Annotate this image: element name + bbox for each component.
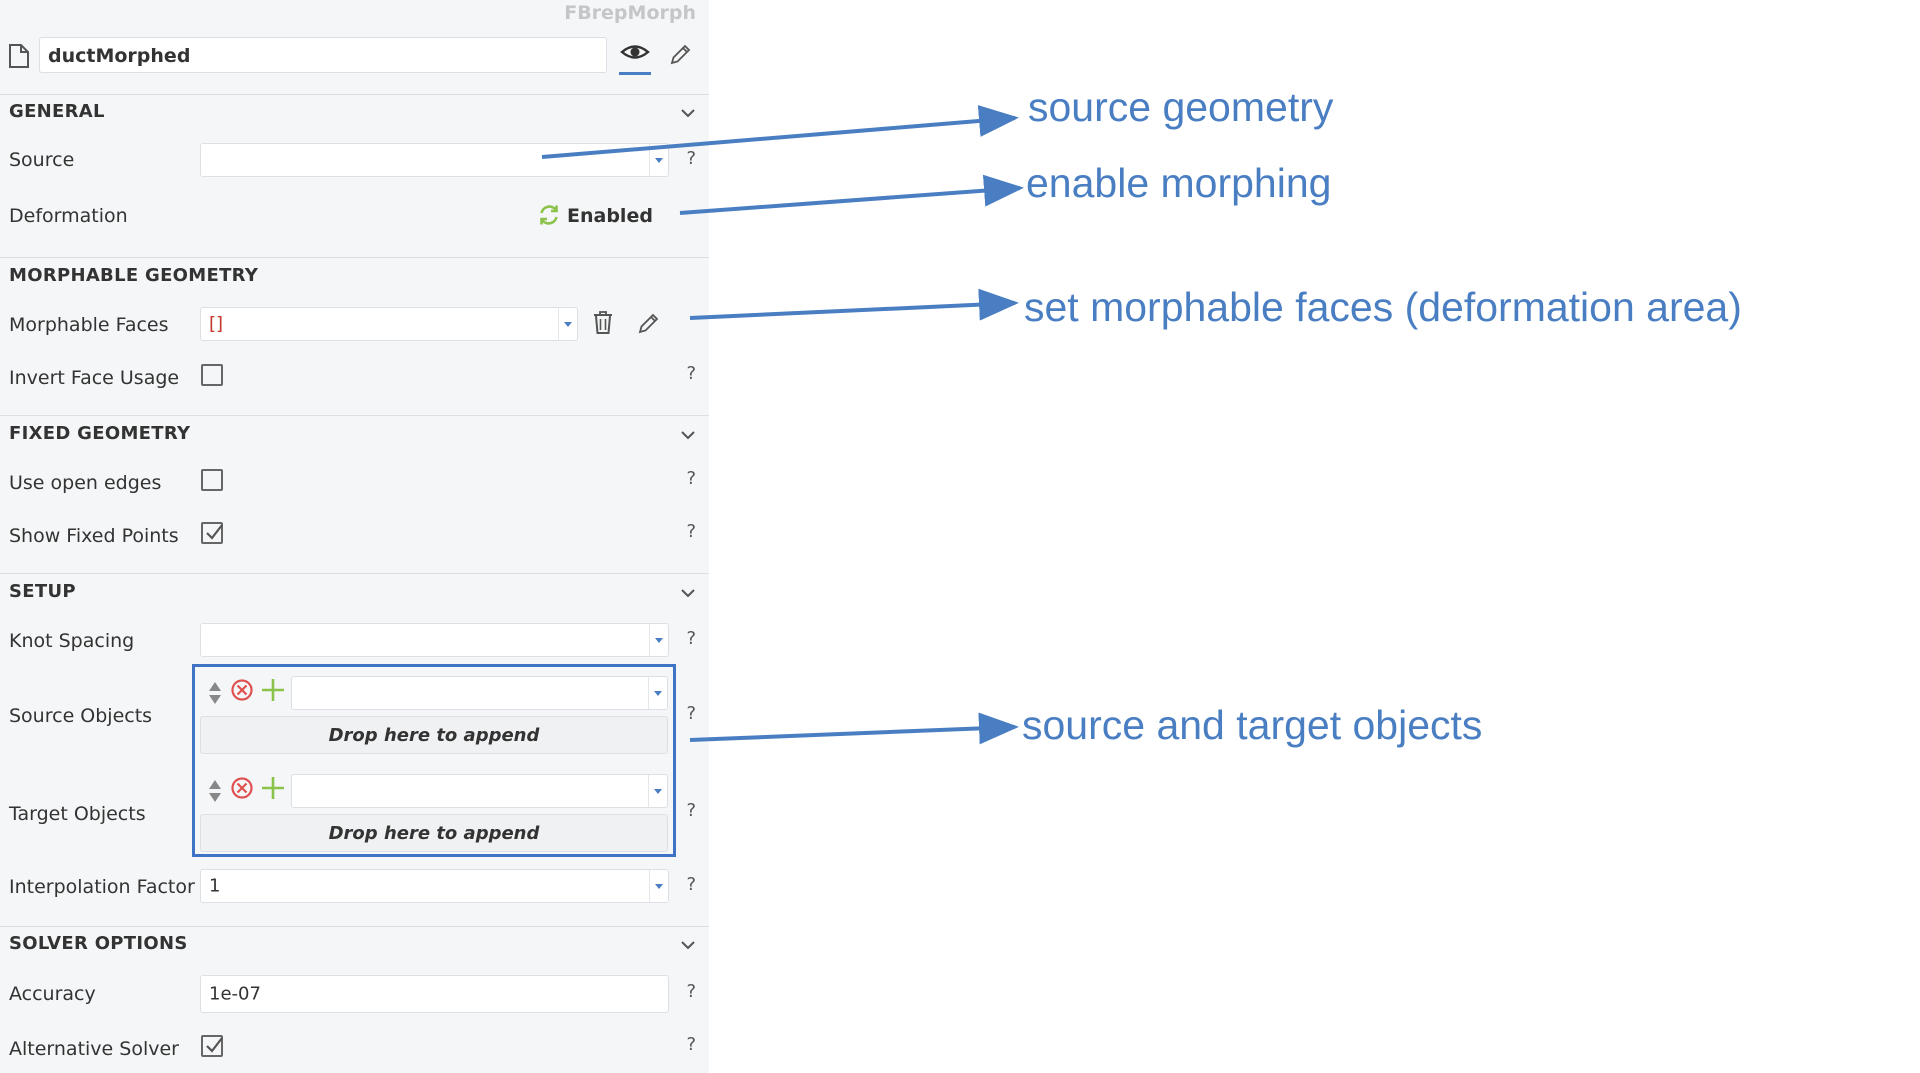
divider [0, 926, 709, 927]
remove-circle-icon[interactable] [230, 776, 254, 800]
arrow-morphable-faces [689, 288, 1019, 321]
help-icon[interactable]: ? [686, 148, 696, 169]
document-icon [9, 44, 29, 68]
source-objects-dropdown[interactable] [291, 676, 668, 710]
deformation-toggle[interactable]: Enabled [567, 205, 653, 227]
annotation-source-geometry: source geometry [1028, 84, 1334, 130]
divider [0, 415, 709, 416]
plus-icon[interactable] [260, 677, 286, 703]
plus-icon[interactable] [260, 775, 286, 801]
arrow-source-target-objects [689, 712, 1019, 745]
chevron-down-icon[interactable] [679, 587, 697, 599]
target-objects-dropdown[interactable] [291, 774, 668, 808]
check-icon [206, 1037, 223, 1053]
help-icon[interactable]: ? [686, 703, 696, 724]
chevron-down-icon[interactable] [649, 870, 668, 902]
accuracy-value: 1e-07 [209, 983, 261, 1005]
invert-face-usage-label: Invert Face Usage [9, 367, 180, 389]
refresh-icon[interactable] [537, 203, 561, 227]
knot-spacing-label: Knot Spacing [9, 630, 135, 652]
arrow-enable-morphing [679, 174, 1024, 215]
section-morphable-geometry-title: MORPHABLE GEOMETRY [9, 265, 259, 286]
section-fixed-geometry-title: FIXED GEOMETRY [9, 423, 191, 444]
pencil-icon[interactable] [637, 311, 661, 335]
show-fixed-points-checkbox[interactable] [201, 522, 223, 544]
annotation-morphable-faces: set morphable faces (deformation area) [1024, 284, 1742, 330]
pencil-icon[interactable] [669, 42, 693, 66]
source-label: Source [9, 149, 75, 171]
object-name-field[interactable]: ductMorphed [39, 37, 607, 73]
morphable-faces-dropdown[interactable]: [] [200, 307, 578, 341]
accuracy-label: Accuracy [9, 983, 96, 1005]
reorder-arrows-icon[interactable] [207, 777, 223, 805]
use-open-edges-checkbox[interactable] [201, 469, 223, 491]
use-open-edges-label: Use open edges [9, 472, 162, 494]
invert-face-usage-checkbox[interactable] [201, 364, 223, 386]
help-icon[interactable]: ? [686, 981, 696, 1002]
knot-spacing-dropdown[interactable] [200, 623, 669, 657]
interpolation-factor-value: 1 [209, 875, 221, 897]
alternative-solver-label: Alternative Solver [9, 1038, 179, 1060]
annotation-enable-morphing: enable morphing [1026, 160, 1332, 206]
object-type-label: FBrepMorph [564, 2, 696, 24]
chevron-down-icon[interactable] [648, 775, 667, 807]
annotation-source-target-objects: source and target objects [1022, 702, 1483, 748]
trash-icon[interactable] [592, 310, 614, 336]
help-icon[interactable]: ? [686, 363, 696, 384]
source-target-highlight-box [192, 664, 676, 857]
section-setup-title: SETUP [9, 581, 76, 602]
reorder-arrows-icon[interactable] [207, 679, 223, 707]
visibility-toggle[interactable] [619, 38, 651, 75]
divider [0, 573, 709, 574]
chevron-down-icon[interactable] [558, 308, 577, 340]
chevron-down-icon[interactable] [679, 939, 697, 951]
divider [0, 257, 709, 258]
source-dropdown[interactable] [200, 143, 669, 177]
help-icon[interactable]: ? [686, 468, 696, 489]
properties-panel: FBrepMorph ductMorphed GENERAL Source ? … [0, 0, 709, 1073]
source-objects-label: Source Objects [9, 705, 153, 727]
help-icon[interactable]: ? [686, 874, 696, 895]
interpolation-factor-label: Interpolation Factor [9, 876, 195, 898]
deformation-label: Deformation [9, 205, 128, 227]
check-icon [206, 524, 223, 540]
target-objects-drop-zone[interactable]: Drop here to append [200, 814, 668, 852]
alternative-solver-checkbox[interactable] [201, 1035, 223, 1057]
help-icon[interactable]: ? [686, 521, 696, 542]
help-icon[interactable]: ? [686, 800, 696, 821]
show-fixed-points-label: Show Fixed Points [9, 525, 179, 547]
chevron-down-icon[interactable] [649, 144, 668, 176]
morphable-faces-value: [] [209, 313, 224, 335]
section-solver-options-title: SOLVER OPTIONS [9, 933, 188, 954]
target-objects-label: Target Objects [9, 803, 146, 825]
chevron-down-icon[interactable] [679, 107, 697, 119]
divider [0, 94, 709, 95]
morphable-faces-label: Morphable Faces [9, 314, 169, 336]
chevron-down-icon[interactable] [679, 429, 697, 441]
eye-icon [620, 45, 650, 59]
chevron-down-icon[interactable] [649, 624, 668, 656]
help-icon[interactable]: ? [686, 628, 696, 649]
remove-circle-icon[interactable] [230, 678, 254, 702]
source-objects-drop-zone[interactable]: Drop here to append [200, 716, 668, 754]
section-general-title: GENERAL [9, 101, 105, 122]
help-icon[interactable]: ? [686, 1034, 696, 1055]
chevron-down-icon[interactable] [648, 677, 667, 709]
interpolation-factor-dropdown[interactable]: 1 [200, 869, 669, 903]
accuracy-input[interactable]: 1e-07 [200, 975, 669, 1013]
